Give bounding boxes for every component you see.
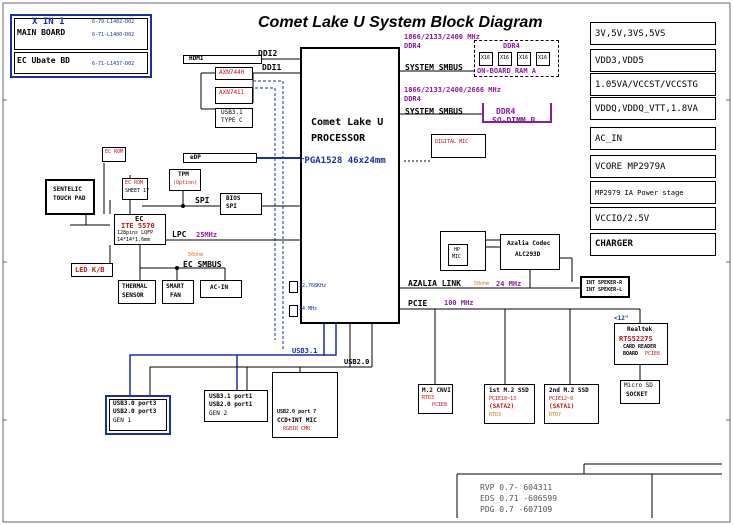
tpm-box: TPM (Option) xyxy=(169,169,201,191)
ram-chip-3: X16 xyxy=(517,52,531,66)
sodimm-box: DDR4 SO-DIMM B xyxy=(482,103,552,125)
main-board-label: MAIN BOARD xyxy=(17,28,66,37)
lt12-label: <12" xyxy=(614,315,629,322)
led-kb-box: LED K/B xyxy=(71,263,113,277)
power-charger: CHARGER xyxy=(590,233,716,256)
ec-board-label: EC Ubate BD xyxy=(17,56,70,65)
thermal-sensor-box: THERMAL SENSOR xyxy=(118,280,156,304)
pcie-freq: 100 MHz xyxy=(444,299,474,307)
usb31-typec-box: USB3.1 TYPE C xyxy=(215,108,253,128)
board-info-box: X IN 1 6-79-L1402-D02 MAIN BOARD 6-71-L1… xyxy=(10,14,152,78)
m2-cnvi-box: M.2 CNVI RTD3 PCIE8 xyxy=(418,384,453,414)
ac-in-box: AC-IN xyxy=(200,280,242,298)
xin1-label: X IN 1 xyxy=(32,17,65,27)
ccd-camera-box: USB2.0 port 7 CCD+INT MIC RGBIR CMR xyxy=(272,372,338,438)
azalia-ohm: 50ohm xyxy=(474,281,490,287)
usb30-port3-box: USB3.0 port3 USB2.0 port3 GEN 1 xyxy=(105,395,171,435)
smart-fan-box: SMART FAN xyxy=(162,280,194,304)
touchpad-box: SENTELIC TOUCH PAD xyxy=(45,179,95,215)
ram-chip-1: X16 xyxy=(479,52,493,66)
digital-mic-box: DIGITAL MIC xyxy=(431,134,486,158)
ddr4-type-b: DDR4 xyxy=(404,95,421,103)
spi-label: SPI xyxy=(195,196,210,205)
power-vccio: VCCIO/2.5V xyxy=(590,207,716,230)
cpu-package: rPGA1528 46x24mm xyxy=(299,156,386,166)
main-board-code: 6-71-L1400-D02 xyxy=(92,32,135,38)
ram-chip-4: X16 xyxy=(536,52,550,66)
ddi1-label: DDI1 xyxy=(262,63,282,72)
cpu-box: Comet Lake U PROCESSOR rPGA1528 46x24mm xyxy=(299,47,400,324)
cpu-name: Comet Lake U xyxy=(311,117,384,128)
power-1v05: 1.05VA/VCCST/VCCSTG xyxy=(590,73,716,96)
ec-ohm-label: 50ohm xyxy=(188,252,204,258)
power-vdd3-vdd5: VDD3,VDD5 xyxy=(590,49,716,72)
pcie-label: PCIE xyxy=(408,299,428,308)
usb31-port1-box: USB3.1 port1 USB2.0 port1 GEN 2 xyxy=(204,390,268,422)
power-3v-5v: 3V,5V,3VS,5VS xyxy=(590,22,716,45)
ddr4-type-a: DDR4 xyxy=(404,42,421,50)
power-vcore: VCORE MP2979A xyxy=(590,155,716,178)
card-reader-box: Realtek RTS5227S CARD READER BOARD PCIE6 xyxy=(614,323,668,365)
power-ac-in: AC_IN xyxy=(590,127,716,150)
system-smbus-a: SYSTEM SMBUS xyxy=(405,63,463,72)
usb31-bus xyxy=(129,324,337,395)
ssd1-box: 1st M.2 SSD PCIE10~13 (SATA2) RTD3 xyxy=(484,384,535,424)
xin1-code: 6-79-L1402-D02 xyxy=(92,19,135,25)
speaker-box: INT SPEKER-R INT SPEKER-L xyxy=(580,276,630,298)
crystal-32k xyxy=(289,281,298,293)
azalia-freq: 24 MHz xyxy=(496,280,522,288)
typec-usb-dashed xyxy=(253,80,284,350)
crystal-24m xyxy=(289,305,298,317)
hp-mic-box: HP MIC xyxy=(448,244,468,266)
power-vddq: VDDQ,VDDQ_VTT,1.8VA xyxy=(590,97,716,120)
system-smbus-b: SYSTEM SMBUS xyxy=(405,107,463,116)
usb20-bus xyxy=(149,324,351,395)
ec-board-code: 6-71-L1437-D02 xyxy=(92,61,135,67)
axn7440-box: AXN7440 xyxy=(215,67,253,80)
crystal-24m-label: 24 MHz xyxy=(299,306,318,312)
ddr4-freq-a: 1866/2133/2400 MHz xyxy=(404,33,480,41)
ec-box: EC ITE 5570 128pins LQFP 14*14*1.6mm xyxy=(114,214,166,245)
onboard-ram-box: DDR4 X16 X16 X16 X16 ON-BOARD RAM A xyxy=(474,40,559,77)
ram-chip-2: X16 xyxy=(498,52,512,66)
ec-rom-small-box: EC ROM xyxy=(102,147,126,162)
version-eds: EDS 0.71 -606599 xyxy=(480,494,558,503)
ddr4-freq-b: 1866/2133/2400/2666 MHz xyxy=(404,86,501,94)
ddi2-label: DDI2 xyxy=(258,49,278,58)
power-ia-stage: MP2979 IA Power stage xyxy=(590,181,716,204)
hdmi-box: HDMI xyxy=(183,55,262,64)
cpu-processor: PROCESSOR xyxy=(311,133,366,144)
micro-sd-box: Micro SD SOCKET xyxy=(620,380,660,404)
ssd2-box: 2nd M.2 SSD PCIE12~9 (SATA1) RTD7 xyxy=(544,384,599,424)
version-rvp: RVP 0.7- 604311 xyxy=(480,483,553,492)
version-pdg: PDG 0.7 -607109 xyxy=(480,505,553,514)
axn7411-box: AXN7411 xyxy=(215,87,253,104)
bios-box: BIOS SPI xyxy=(220,193,262,215)
lpc-label: LPC xyxy=(172,230,187,239)
azalia-label: AZALIA LINK xyxy=(408,279,461,288)
page-title: Comet Lake U System Block Diagram xyxy=(258,14,543,31)
ec-rom-box: EC ROM SHEET 17 xyxy=(122,178,149,200)
crystal-32k-label: 32.768KHz xyxy=(299,283,327,289)
edp-box: eDP xyxy=(183,153,257,163)
audio-codec-box: Azalia Codec ALC293D xyxy=(500,234,560,270)
ec-smbus-label: EC SMBUS xyxy=(183,260,222,269)
usb31-label: USB3.1 xyxy=(292,347,318,355)
lpc-freq: 25MHz xyxy=(196,231,218,239)
usb20-label: USB2.0 xyxy=(344,358,370,366)
